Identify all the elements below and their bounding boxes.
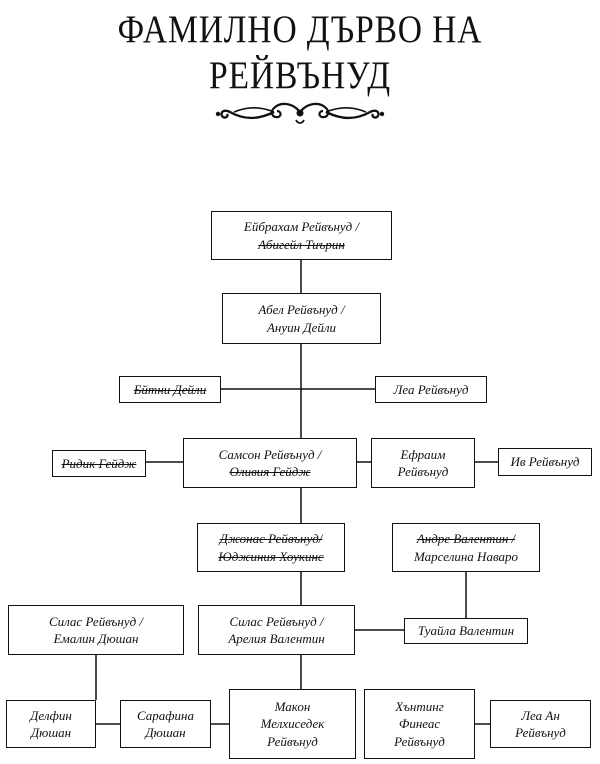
- person-box-hunting: Хънтинг Финеас Рейвънуд: [364, 689, 475, 759]
- person-name-silas-sr: Силас Рейвънуд /: [48, 613, 144, 629]
- person-name-delfin-line1: Делфин: [30, 707, 72, 723]
- person-name-hunting-line1: Хънтинг: [395, 699, 444, 715]
- person-name-lea-an-line1: Леа Ан: [521, 707, 560, 723]
- person-box-silas-arelia: Силас Рейвънуд / Арелия Валентин: [198, 605, 355, 655]
- person-name-abel: Абел Рейвънуд /: [258, 302, 345, 318]
- person-box-ridik: Ридик Гейдж: [52, 450, 146, 477]
- person-name-iv: Ив Рейвънуд: [510, 454, 580, 470]
- person-name-makon-line1: Макон: [274, 699, 311, 715]
- flourish-ornament-icon: [215, 102, 385, 124]
- person-name-makon-line3: Рейвънуд: [267, 733, 318, 749]
- person-name-hunting-line3: Рейвънуд: [394, 733, 445, 749]
- person-name-eugenia: Юджиния Хоукинс: [218, 548, 324, 564]
- person-name-lea-an-line2: Рейвънуд: [515, 725, 566, 740]
- person-name-sarafina-line1: Сарафина: [137, 707, 194, 723]
- person-name-efraim-line1: Ефраим: [400, 446, 446, 462]
- person-name-olivia: Оливия Гейдж: [229, 464, 311, 479]
- person-name-britni: Бйтни Дейли: [133, 381, 207, 397]
- person-name-sarafina-line2: Дюшан: [145, 725, 186, 740]
- person-name-silas: Силас Рейвънуд /: [229, 613, 324, 629]
- person-name-abigail: Абигейл Тиърин: [258, 236, 345, 252]
- person-box-lea: Леа Рейвънуд: [375, 376, 487, 403]
- person-name-jonas: Джонас Рейвънуд/: [219, 531, 323, 547]
- person-box-abel-anuin: Абел Рейвънуд / Ануин Дейли: [222, 293, 381, 344]
- person-box-jonas-eugenia: Джонас Рейвънуд/ Юджиния Хоукинс: [197, 523, 345, 572]
- person-box-lea-an: Леа Ан Рейвънуд: [490, 700, 591, 748]
- person-box-andre-marselina: Андре Валентин / Марселина Наваро: [392, 523, 540, 572]
- person-name-marselina: Марселина Наваро: [414, 548, 518, 564]
- person-name-tuayla: Туайла Валентин: [417, 623, 515, 639]
- person-name-hunting-line2: Финеас: [398, 716, 441, 732]
- person-box-samson-olivia: Самсон Рейвънуд / Оливия Гейдж: [183, 438, 357, 488]
- person-name-abraham: Ейбрахам Рейвънуд /: [243, 219, 360, 235]
- page-title-line-2: РЕЙВЪНУД: [209, 54, 391, 97]
- person-box-makon: Макон Мелхиседек Рейвънуд: [229, 689, 356, 759]
- person-name-efraim-line2: Рейвънуд: [397, 464, 449, 479]
- person-box-delfin: Делфин Дюшан: [6, 700, 96, 748]
- person-name-andre: Андре Валентин /: [416, 531, 516, 547]
- person-name-samson: Самсон Рейвънуд /: [218, 446, 322, 462]
- person-name-lea: Леа Рейвънуд: [393, 381, 469, 397]
- person-box-silas-sr-emalin: Силас Рейвънуд / Емалин Дюшан: [8, 605, 184, 655]
- person-name-emalin: Емалин Дюшан: [53, 631, 139, 646]
- person-name-ridik: Ридик Гейдж: [61, 455, 137, 471]
- page-title-line-1: ФАМИЛНО ДЪРВО НА: [117, 8, 483, 51]
- person-box-sarafina: Сарафина Дюшан: [120, 700, 211, 748]
- person-box-iv: Ив Рейвънуд: [498, 448, 592, 476]
- person-name-makon-line2: Мелхиседек: [260, 716, 325, 732]
- person-box-abraham-abigail: Ейбрахам Рейвънуд / Абигейл Тиърин: [211, 211, 392, 260]
- person-box-tuayla: Туайла Валентин: [404, 618, 528, 644]
- person-name-arelia: Арелия Валентин: [228, 631, 325, 646]
- person-box-britni: Бйтни Дейли: [119, 376, 221, 403]
- person-name-anuin: Ануин Дейли: [266, 319, 337, 335]
- person-name-delfin-line2: Дюшан: [30, 725, 72, 740]
- person-box-efraim: Ефраим Рейвънуд: [371, 438, 475, 488]
